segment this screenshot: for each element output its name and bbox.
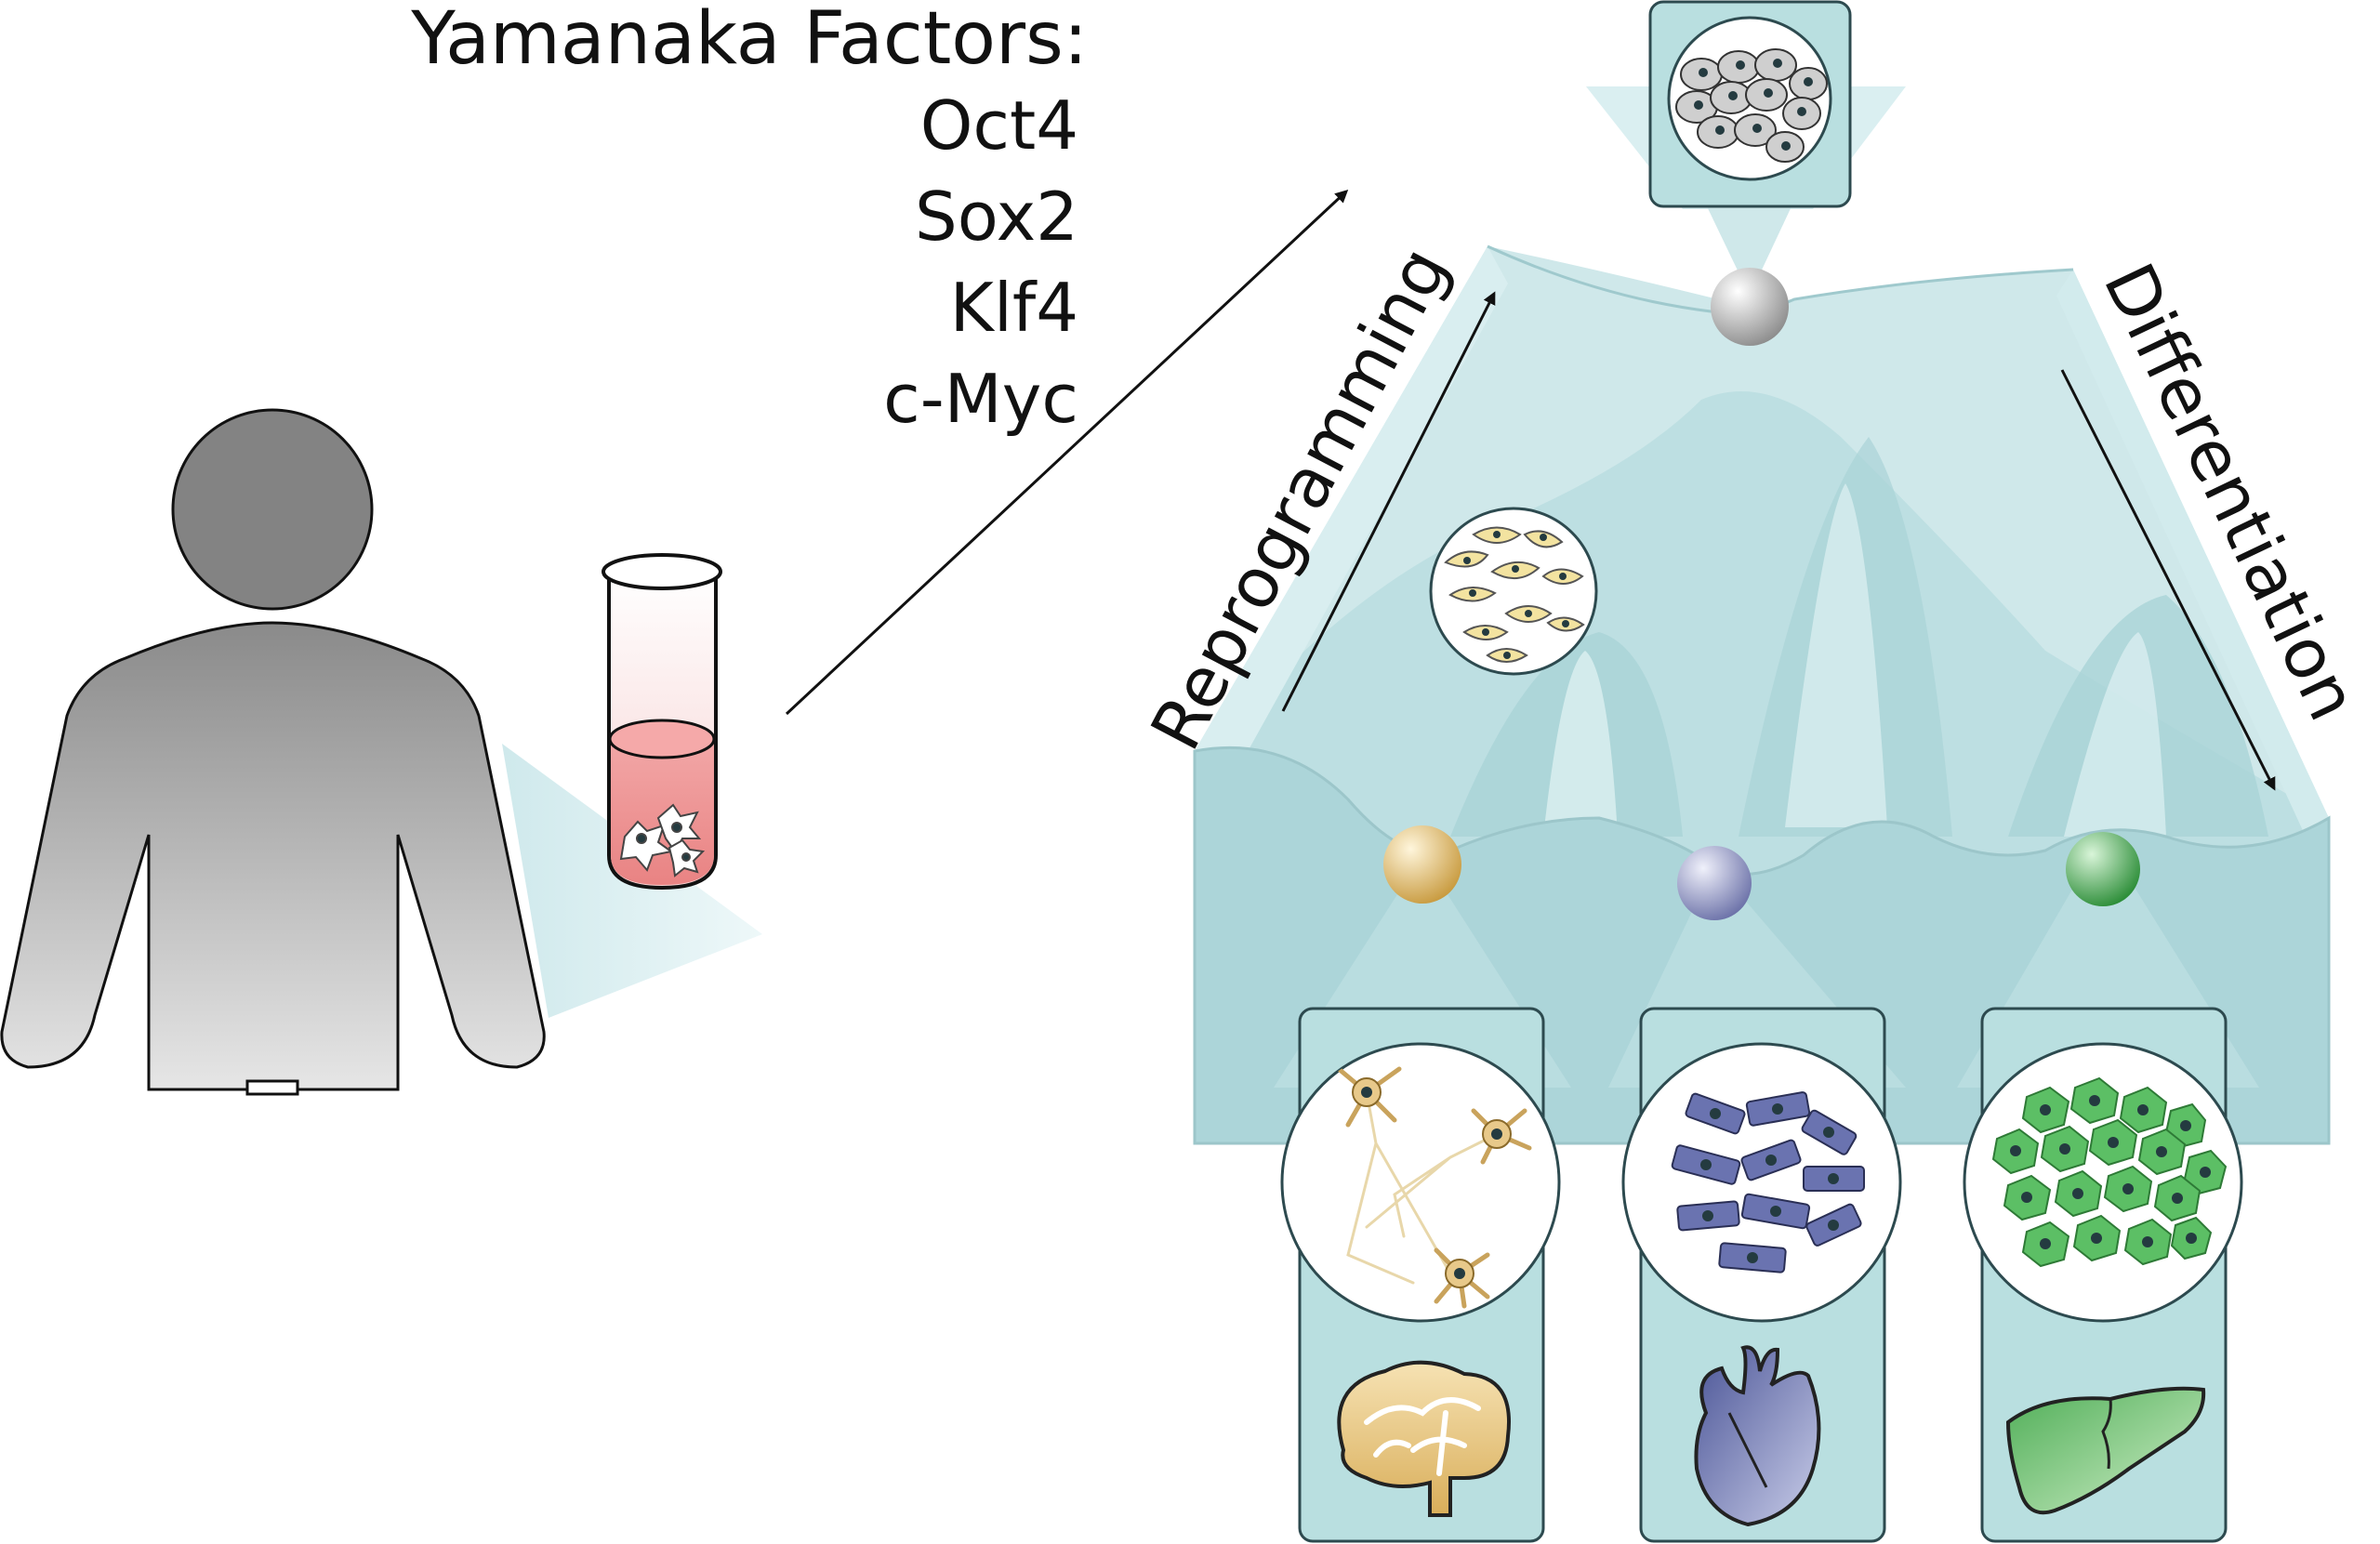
test-tube-icon	[602, 553, 722, 891]
person-silhouette-icon	[0, 621, 546, 1091]
neural-panel	[1280, 1007, 1561, 1543]
tube-rim	[602, 553, 722, 590]
fibroblast-circle	[1429, 507, 1598, 676]
factor-klf4: Klf4	[950, 269, 1078, 347]
yamanaka-factors: Yamanaka Factors: Oct4 Sox2 Klf4 c-Myc	[410, 0, 1088, 438]
person-pocket	[245, 1079, 299, 1096]
reprogramming-path-arrow	[785, 189, 1349, 716]
pluripotent-stem-cells-icon	[1675, 48, 1828, 163]
neuron-cells-icon	[1336, 1066, 1532, 1309]
fibroblast-cells-icon	[1444, 526, 1585, 663]
factor-sox2: Sox2	[915, 178, 1078, 256]
person-head	[171, 408, 374, 611]
brain-icon	[1337, 1360, 1511, 1517]
hepatic-panel	[1963, 1007, 2243, 1543]
differentiation-arrow	[2060, 369, 2276, 791]
liver-icon	[2005, 1386, 2206, 1515]
stem-cell-ball	[1711, 268, 1789, 346]
factor-cmyc: c-Myc	[883, 360, 1078, 438]
stem-cell-panel	[1586, 0, 1906, 296]
cardiomyocyte-cells-icon	[1671, 1091, 1865, 1273]
hepatocyte-cells-icon	[1991, 1076, 2228, 1268]
cardiac-fate-ball	[1677, 846, 1752, 920]
heart-icon	[1694, 1345, 1821, 1527]
factor-oct4: Oct4	[920, 86, 1078, 165]
neural-fate-ball	[1383, 825, 1461, 904]
reprogramming-arrow	[1281, 291, 1496, 712]
tube-cells	[619, 803, 706, 878]
cardiac-panel	[1621, 1007, 1902, 1543]
hepatic-fate-ball	[2066, 832, 2140, 906]
factors-title: Yamanaka Factors:	[410, 0, 1088, 81]
